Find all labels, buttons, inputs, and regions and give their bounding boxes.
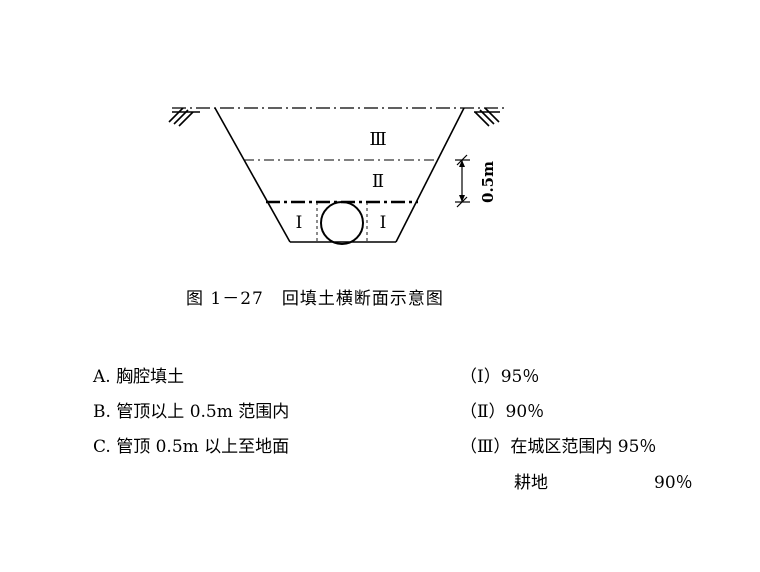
legend-extra-label: 耕地: [514, 473, 548, 493]
ground-hatch-right: [474, 107, 500, 127]
dimension-marker: [455, 154, 470, 208]
ground-hatch-left: [168, 107, 200, 127]
legend-value-c: （Ⅲ）在城区范围内 95％: [460, 437, 657, 457]
dimension-label: 0.5m: [479, 161, 497, 203]
trench-wall-right: [395, 107, 465, 243]
zone-label-i-right: Ⅰ: [380, 213, 387, 233]
legend-extra-value: 90％: [654, 473, 693, 493]
pipe-circle: [320, 201, 364, 245]
trench-wall-left: [214, 107, 291, 243]
legend-label-c: C. 管顶 0.5m 以上至地面: [93, 437, 290, 457]
zone-label-ii: Ⅱ: [372, 171, 384, 192]
legend-value-b: （Ⅱ）90％: [460, 402, 545, 422]
legend-label-b: B. 管顶以上 0.5m 范围内: [93, 402, 290, 422]
figure-caption: 图 1－27 回填土横断面示意图: [186, 289, 444, 309]
legend-value-a: （Ⅰ）95％: [460, 367, 540, 387]
legend-label-a: A. 胸腔填土: [93, 367, 185, 387]
zone-label-i-left: Ⅰ: [296, 213, 303, 233]
zone-label-iii: Ⅲ: [369, 129, 386, 150]
